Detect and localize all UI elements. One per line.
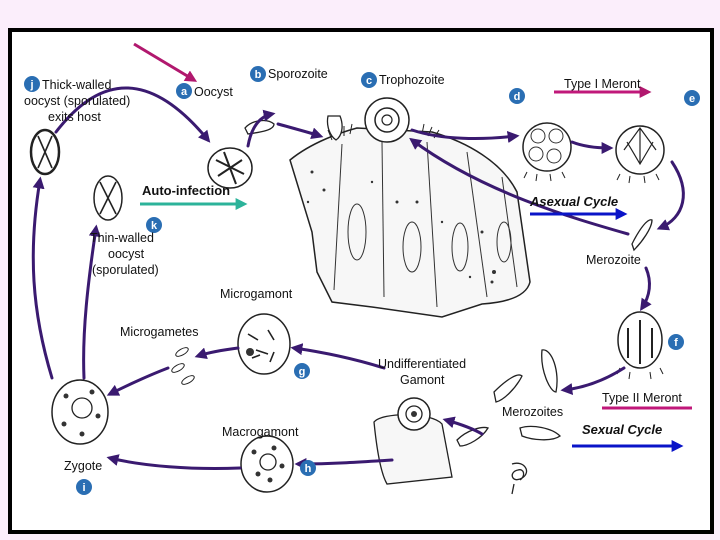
stage-badge-f — [668, 334, 684, 350]
stage-badge-h-letter: h — [305, 463, 312, 475]
mature-type-i-meront-illustration — [615, 125, 665, 184]
label-type-i-meront: Type I Meront — [564, 77, 641, 91]
arrow-thick-oocyst-exits — [54, 86, 211, 143]
stage-badge-f-letter: f — [674, 337, 678, 349]
label-merozoites: Merozoites — [502, 405, 563, 419]
trophozoite-illustration — [364, 97, 410, 143]
stage-badge-j-letter: j — [29, 79, 33, 91]
label-macrogamont: Macrogamont — [222, 425, 299, 439]
stage-badge-j — [24, 76, 40, 92]
stage-badge-g — [294, 363, 310, 379]
arrow-type-ii-to-merozoites — [560, 366, 626, 396]
arrow-microgametes-to-zygote — [106, 366, 170, 396]
arrow-zygote-to-thick-oocyst — [31, 176, 54, 380]
label-undifferentiated: Undifferentiated — [378, 357, 466, 371]
label-thin-walled-line-2: oocyst — [108, 247, 145, 261]
label-oocyst: Oocyst — [194, 85, 233, 99]
label-auto-infection: Auto-infection — [142, 183, 230, 198]
arrow-merozoite-to-type-ii — [640, 266, 652, 311]
arrow-zygote-to-thin-oocyst — [82, 224, 101, 380]
label-microgamont: Microgamont — [220, 287, 293, 301]
label-thick-walled-line-2: oocyst (sporulated) — [24, 94, 130, 108]
label-type-ii-meront: Type II Meront — [602, 391, 682, 405]
oocyst-illustration — [207, 147, 253, 189]
arrow-merozoite-recycle — [409, 137, 630, 236]
undifferentiated-gamont-illustration — [373, 397, 453, 485]
thick-walled-oocyst-illustration — [29, 128, 61, 176]
stage-badge-b-letter: b — [255, 69, 262, 81]
arrow-trophozoite-to-meront — [410, 128, 520, 143]
stage-badge-i-letter: i — [82, 482, 85, 494]
arrow-merozoites-to-gamont — [442, 416, 484, 436]
label-asexual-cycle: Asexual Cycle — [529, 194, 618, 209]
stage-badge-d — [509, 88, 525, 104]
cycle-arrows — [31, 86, 685, 471]
label-zygote: Zygote — [64, 459, 102, 473]
life-cycle-diagram: a Oocyst b Sporozoite c Trophozoite Type… — [24, 42, 700, 495]
stage-badge-c — [361, 72, 377, 88]
zygote-illustration — [51, 379, 109, 445]
stage-badge-k — [146, 217, 162, 233]
magenta-arrow-oocyst — [133, 42, 198, 82]
stage-badge-c-letter: c — [366, 75, 372, 87]
stage-badge-e — [684, 90, 700, 106]
label-microgametes: Microgametes — [120, 325, 199, 339]
label-gamont: Gamont — [400, 373, 445, 387]
arrow-meront-to-merozoite — [656, 160, 685, 231]
stage-badge-i — [76, 479, 92, 495]
arrow-macrogamont-to-zygote — [106, 454, 242, 471]
microgametes-illustration — [171, 347, 195, 385]
host-epithelium-illustration — [289, 123, 531, 318]
thin-walled-oocyst-illustration — [93, 175, 123, 221]
arrow-meront-d-to-e — [570, 140, 614, 154]
label-trophozoite: Trophozoite — [379, 73, 445, 87]
arrow-sporozoite-to-trophozoite — [276, 122, 324, 140]
macrogamont-illustration — [240, 435, 294, 493]
label-sexual-cycle: Sexual Cycle — [582, 422, 662, 437]
stage-badge-e-letter: e — [689, 93, 695, 105]
label-merozoite: Merozoite — [586, 253, 641, 267]
arrow-microgamont-to-microgametes — [194, 346, 240, 360]
arrow-oocyst-to-sporozoite — [246, 109, 276, 148]
type-i-meront-illustration — [522, 122, 572, 182]
label-thick-walled-line-3: exits host — [48, 110, 101, 124]
merozoite-illustration — [631, 219, 653, 252]
diagram-frame: a Oocyst b Sporozoite c Trophozoite Type… — [8, 28, 714, 534]
stage-badge-k-letter: k — [151, 220, 158, 232]
microgamont-illustration — [237, 313, 291, 375]
label-sporozoite: Sporozoite — [268, 67, 328, 81]
stage-badge-a-letter: a — [181, 86, 188, 98]
stage-badge-d-letter: d — [514, 91, 521, 103]
stage-badge-b — [250, 66, 266, 82]
label-thick-walled-line-1: Thick-walled — [42, 78, 112, 92]
stage-badge-g-letter: g — [299, 366, 306, 378]
label-thin-walled-line-1: Thin-walled — [90, 231, 154, 245]
stage-badge-h — [300, 460, 316, 476]
arrow-gamont-to-microgamont — [290, 343, 386, 370]
label-thin-walled-line-3: (sporulated) — [92, 263, 159, 277]
stage-badge-a — [176, 83, 192, 99]
merozoites-illustration — [456, 349, 561, 495]
